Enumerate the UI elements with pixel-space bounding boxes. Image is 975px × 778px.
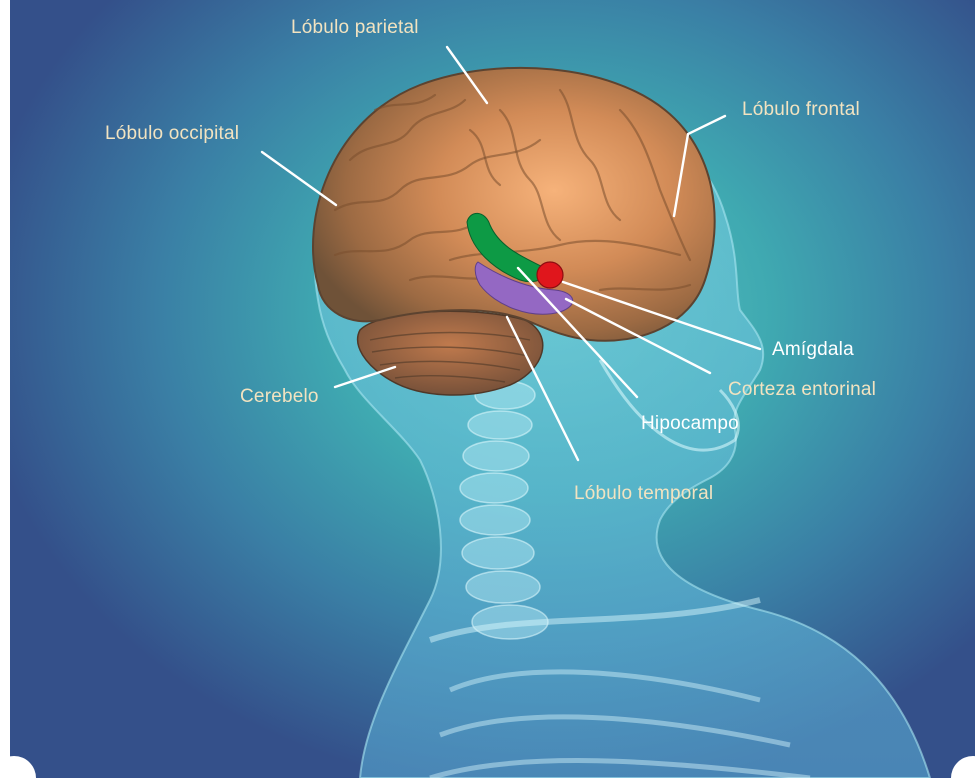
label-corteza-entorinal: Corteza entorinal (728, 379, 876, 401)
leader-occipital (262, 152, 336, 205)
label-lobulo-temporal: Lóbulo temporal (574, 483, 713, 505)
label-lobulo-parietal: Lóbulo parietal (291, 17, 419, 39)
label-hipocampo: Hipocampo (641, 413, 739, 435)
label-amigdala: Amígdala (772, 339, 854, 361)
label-lobulo-frontal: Lóbulo frontal (742, 99, 860, 121)
amygdala-region (537, 262, 563, 288)
label-cerebelo: Cerebelo (240, 386, 319, 408)
label-lobulo-occipital: Lóbulo occipital (105, 123, 239, 145)
